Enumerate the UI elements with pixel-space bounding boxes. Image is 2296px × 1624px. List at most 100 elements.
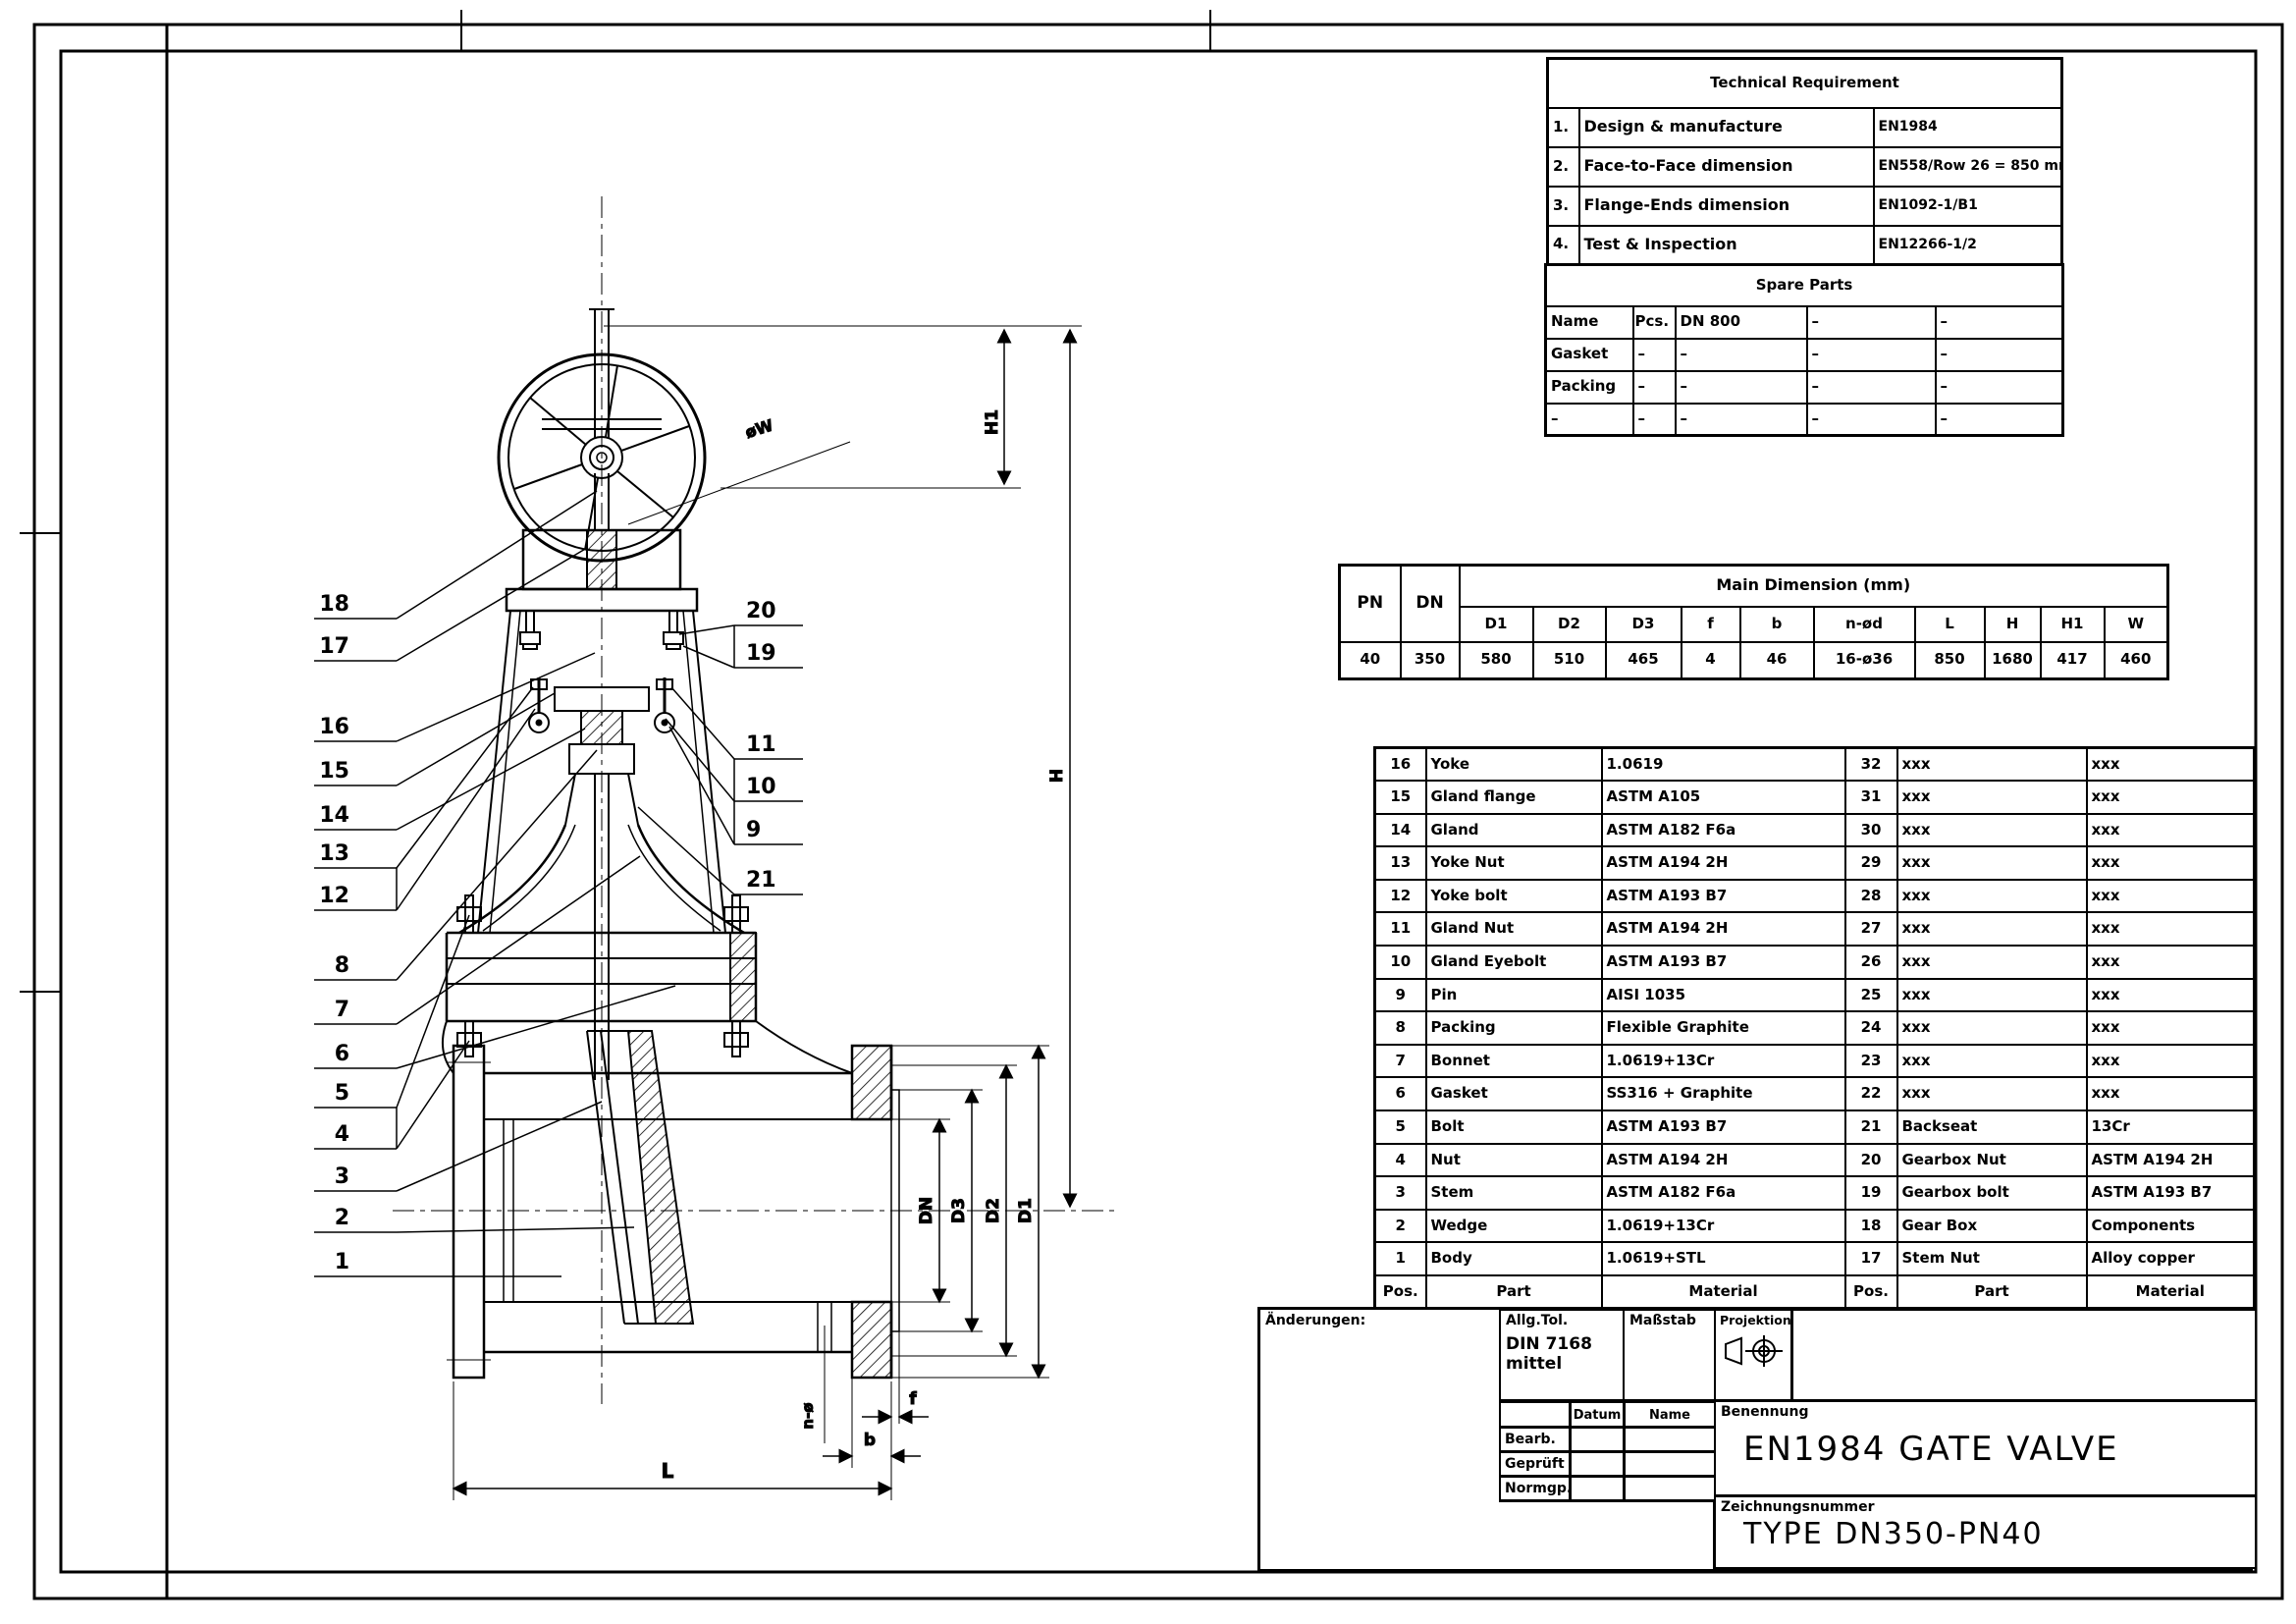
table-row: Gasket – – – – [1544, 337, 2064, 372]
callout-14: 14 [319, 803, 349, 828]
callout-4: 4 [335, 1122, 349, 1147]
wedge [586, 1030, 695, 1325]
bearb-datum-cell [1570, 1427, 1625, 1452]
dim-h1-label: H1 [983, 409, 1002, 435]
spare-header-c5: – [1934, 304, 2064, 340]
pos-cell: 28 [1843, 878, 1898, 914]
footer-material: Material [1600, 1274, 1846, 1310]
col-h: H [1983, 605, 2042, 643]
material-cell: ASTM A194 2H [1600, 845, 1846, 881]
footer-part: Part [1424, 1274, 1603, 1310]
spare-cell: – [1805, 402, 1937, 437]
callout-15: 15 [319, 759, 349, 784]
pn-header: PN [1338, 564, 1402, 643]
spare-cell: – [1631, 402, 1677, 437]
part-cell: Body [1424, 1241, 1603, 1276]
spare-cell: – [1805, 369, 1937, 405]
col-d2: D2 [1531, 605, 1607, 643]
pos-cell: 30 [1843, 812, 1898, 848]
part-cell: xxx [1896, 780, 2088, 815]
material-cell: xxx [2085, 945, 2256, 980]
part-cell: xxx [1896, 977, 2088, 1013]
zeichnungsnummer-box: Zeichnungsnummer TYPE DN350-PN40 [1714, 1495, 2257, 1569]
material-cell: xxx [2085, 977, 2256, 1013]
stem [589, 308, 614, 1080]
col-w: W [2103, 605, 2169, 643]
datum-header: Datum [1570, 1401, 1625, 1428]
geprueft-row-label: Geprüft [1499, 1451, 1571, 1477]
dim-d2-label: D2 [984, 1198, 1003, 1223]
zeichnungsnummer-label: Zeichnungsnummer [1721, 1499, 1875, 1515]
geprueft-datum-cell [1570, 1451, 1625, 1477]
pos-cell: 16 [1373, 746, 1427, 783]
spare-header-name: Name [1544, 304, 1634, 340]
pos-cell: 10 [1373, 945, 1427, 980]
material-cell: xxx [2085, 878, 2256, 914]
allg-tol-value-1: DIN 7168 [1506, 1334, 1592, 1354]
part-cell: Stem Nut [1896, 1241, 2088, 1276]
material-cell: xxx [2085, 1076, 2256, 1112]
table-row: 10 Gland Eyebolt ASTM A193 B7 26 xxx xxx [1373, 945, 2256, 980]
part-cell: Nut [1424, 1142, 1603, 1178]
pos-cell: 25 [1843, 977, 1898, 1013]
parts-list-footer: Pos. Part Material Pos. Part Material [1373, 1274, 2256, 1310]
part-cell: xxx [1896, 1043, 2088, 1079]
pos-cell: 23 [1843, 1043, 1898, 1079]
req-item: Test & Inspection [1577, 224, 1875, 266]
bearb-name-cell [1624, 1427, 1716, 1452]
gearbox [505, 528, 699, 650]
bearb-row-label: Bearb. [1499, 1427, 1571, 1452]
handwheel [497, 352, 707, 563]
drawing-title: EN1984 GATE VALVE [1743, 1430, 2119, 1469]
val-w: 460 [2103, 640, 2169, 680]
callout-3: 3 [335, 1164, 349, 1189]
part-cell: Backseat [1896, 1110, 2088, 1145]
first-angle-projection-icon [1725, 1335, 1783, 1367]
footer-part: Part [1896, 1274, 2088, 1310]
footer-material: Material [2085, 1274, 2256, 1310]
table-row: 13 Yoke Nut ASTM A194 2H 29 xxx xxx [1373, 845, 2256, 881]
part-cell: xxx [1896, 878, 2088, 914]
material-cell: Components [2085, 1208, 2256, 1244]
technical-requirement-rows: 1. Design & manufacture EN1984 2. Face-t… [1546, 106, 2063, 266]
table-row: 8 Packing Flexible Graphite 24 xxx xxx [1373, 1010, 2256, 1046]
spare-cell: – [1631, 337, 1677, 372]
spare-cell: – [1674, 402, 1808, 437]
part-cell: Gland Eyebolt [1424, 945, 1603, 980]
callout-12: 12 [319, 884, 349, 908]
table-row: 16 Yoke 1.0619 32 xxx xxx [1373, 746, 2256, 783]
pos-cell: 26 [1843, 945, 1898, 980]
spare-cell: – [1934, 402, 2064, 437]
pos-cell: 3 [1373, 1175, 1427, 1211]
table-row: 11 Gland Nut ASTM A194 2H 27 xxx xxx [1373, 911, 2256, 947]
part-cell: xxx [1896, 746, 2088, 783]
callout-1: 1 [335, 1250, 349, 1274]
dim-h-label: H [1047, 769, 1067, 783]
pos-cell: 21 [1843, 1110, 1898, 1145]
pos-cell: 31 [1843, 780, 1898, 815]
pos-cell: 18 [1843, 1208, 1898, 1244]
material-cell: AISI 1035 [1600, 977, 1846, 1013]
callout-16: 16 [319, 715, 349, 739]
geprueft-name-cell [1624, 1451, 1716, 1477]
material-cell: ASTM A193 B7 [1600, 1110, 1846, 1145]
table-row: 9 Pin AISI 1035 25 xxx xxx [1373, 977, 2256, 1013]
table-row: 5 Bolt ASTM A193 B7 21 Backseat 13Cr [1373, 1110, 2256, 1145]
part-cell: xxx [1896, 1010, 2088, 1046]
pos-cell: 5 [1373, 1110, 1427, 1145]
col-l: L [1913, 605, 1986, 643]
req-value: EN12266-1/2 [1872, 224, 2063, 266]
req-no: 4. [1546, 224, 1580, 266]
table-row: – – – – – [1544, 402, 2064, 437]
material-cell: xxx [2085, 780, 2256, 815]
part-cell: xxx [1896, 945, 2088, 980]
req-value: EN1984 [1872, 106, 2063, 148]
pos-cell: 27 [1843, 911, 1898, 947]
spare-cell: – [1674, 337, 1808, 372]
material-cell: 1.0619+13Cr [1600, 1043, 1846, 1079]
dim-w-label: øW [743, 415, 775, 442]
spare-cell: – [1934, 337, 2064, 372]
callout-11: 11 [746, 732, 776, 757]
signoff-empty-box [1499, 1500, 1715, 1569]
table-row: Packing – – – – [1544, 369, 2064, 405]
